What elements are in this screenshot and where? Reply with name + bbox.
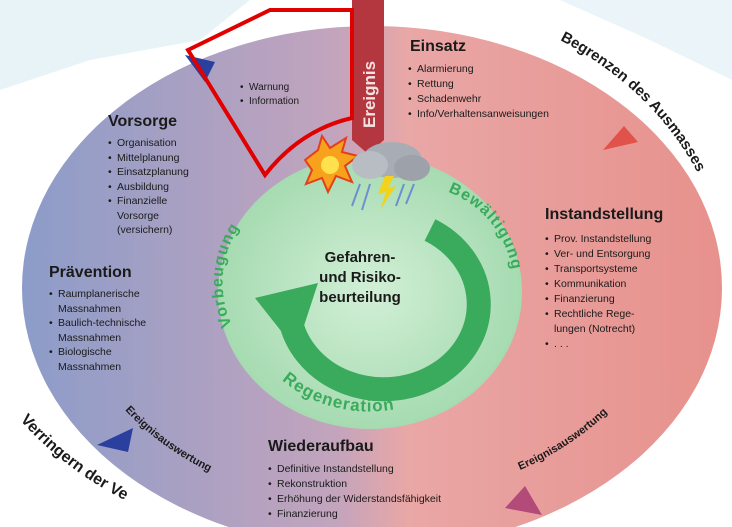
list-item: Finanzierung — [545, 292, 651, 307]
list-item: . . . — [545, 337, 651, 352]
explosion-core — [321, 156, 339, 174]
instandstellung-title: Instandstellung — [545, 206, 664, 223]
praevention-list: Raumplanerische Massnahmen Baulich-techn… — [49, 287, 146, 374]
list-item: Schadenwehr — [408, 92, 549, 107]
highlight-warnung-box — [185, 8, 354, 179]
praevention-title: Prävention — [49, 264, 132, 281]
wiederaufbau-list: Definitive Instandstellung Rekonstruktio… — [268, 462, 441, 522]
list-item: Kommunikation — [545, 277, 651, 292]
list-item: Organisation — [108, 136, 189, 151]
list-item: Finanzierung — [268, 507, 441, 522]
list-item: Rechtliche Rege- — [545, 307, 651, 322]
center-line-2: und Risiko- — [319, 269, 401, 286]
cycle-arrow-head — [255, 283, 318, 350]
list-item: Ausbildung — [108, 180, 189, 195]
center-line-1: Gefahren- — [324, 249, 396, 266]
einsatz-title: Einsatz — [410, 38, 467, 55]
triangle-marker-red-right — [603, 126, 638, 150]
list-item: Massnahmen — [58, 360, 122, 373]
triangle-marker-blue-bottom — [97, 428, 133, 452]
list-item: Massnahmen — [58, 302, 122, 315]
storm-cloud-icon — [351, 142, 430, 211]
vorsorge-title: Vorsorge — [108, 113, 178, 130]
einsatz-list: Alarmierung Rettung Schadenwehr Info/Ver… — [408, 62, 549, 122]
list-item: Ver- und Entsorgung — [545, 247, 651, 262]
center-title: Gefahren- und Risiko- beurteilung — [300, 248, 420, 308]
list-item: Biologische — [49, 345, 146, 360]
list-item: Rettung — [408, 77, 549, 92]
instandstellung-list: Prov. Instandstellung Ver- und Entsorgun… — [545, 232, 651, 352]
ereignis-label: Ereignis — [360, 61, 379, 128]
list-item: lungen (Notrecht) — [554, 323, 636, 335]
list-item: Prov. Instandstellung — [545, 232, 651, 247]
list-item: Alarmierung — [408, 62, 549, 77]
list-item: Definitive Instandstellung — [268, 462, 441, 477]
map-background-fragment — [560, 0, 732, 80]
center-line-3: beurteilung — [319, 289, 401, 306]
map-background-fragment — [0, 0, 250, 90]
ereignis-bar — [352, 0, 384, 154]
cycle-arrow — [278, 219, 491, 402]
triangle-marker-purple-bottom — [505, 486, 542, 515]
list-item: Finanzielle — [108, 194, 189, 209]
list-item: Info/Verhaltensanweisungen — [408, 107, 549, 122]
list-item: Vorsorge — [117, 209, 160, 222]
list-item: Einsatzplanung — [108, 165, 189, 180]
list-item: Transportsysteme — [545, 262, 651, 277]
wiederaufbau-title: Wiederaufbau — [268, 438, 374, 455]
list-item: Raumplanerische — [49, 287, 146, 302]
vorsorge-list: Organisation Mittelplanung Einsatzplanun… — [108, 136, 189, 238]
list-item: (versichern) — [117, 224, 173, 236]
list-item: Information — [240, 95, 299, 109]
list-item: Baulich-technische — [49, 316, 146, 331]
list-item: Massnahmen — [58, 331, 122, 344]
list-item: Mittelplanung — [108, 151, 189, 166]
list-item: Rekonstruktion — [268, 477, 441, 492]
list-item: Warnung — [240, 81, 299, 95]
warnung-list: Warnung Information — [240, 81, 299, 109]
list-item: Erhöhung der Widerstandsfähigkeit — [268, 492, 441, 507]
